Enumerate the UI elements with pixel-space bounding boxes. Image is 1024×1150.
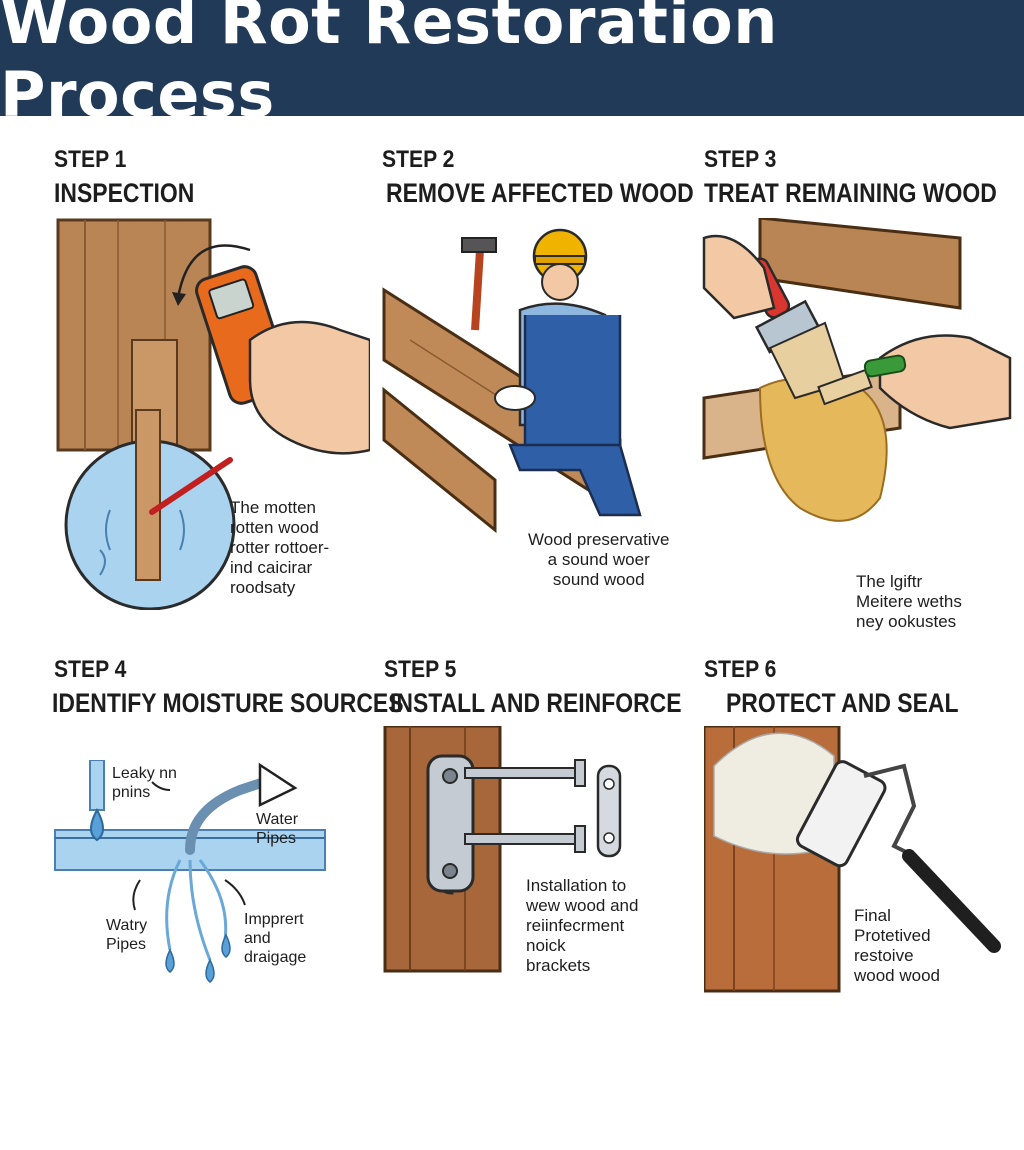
moisture-meter-icon xyxy=(56,218,370,610)
step-6-title: PROTECT AND SEAL xyxy=(726,688,959,718)
step-5-number: STEP 5 xyxy=(384,656,457,683)
step-2-panel: STEP 2 REMOVE AFFECTED WOOD Wood preserv… xyxy=(370,140,700,640)
step-6-panel: STEP 6 PROTECT AND SEAL Final Protetived… xyxy=(690,650,1020,1150)
step-4-panel: STEP 4 IDENTIFY MOISTURE SOURCES Leaky n… xyxy=(40,650,404,1150)
step-4-number: STEP 4 xyxy=(54,656,127,683)
watry-pipes-label: Watry Pipes xyxy=(106,917,148,953)
leaky-label: Leaky nn pnins xyxy=(112,765,177,801)
water-pipes-label: Water Pipes xyxy=(256,811,299,847)
hammer-icon xyxy=(382,228,642,534)
page-title: Wood Rot Restoration Process xyxy=(0,0,778,131)
paint-roller-icon xyxy=(704,726,1001,993)
step-6-caption: Final Protetived restoive wood wood xyxy=(854,906,941,985)
step-1-caption: The motten rotten wood rotter rottoer- i… xyxy=(230,498,330,597)
step-5-title: INSTALL AND REINFORCE xyxy=(390,688,682,718)
step-3-title: TREAT REMAINING WOOD xyxy=(704,178,997,208)
paintbrush-icon xyxy=(702,218,1012,522)
step-2-title: REMOVE AFFECTED WOOD xyxy=(386,178,694,208)
step-1-panel: STEP 1 INSPECTION The motten rotten wood… xyxy=(40,140,370,640)
drainage-label: Impprert and draigage xyxy=(244,911,307,966)
step-3-panel: STEP 3 TREAT REMAINING WOOD The lgiftr M… xyxy=(690,140,1020,640)
bracket-icon xyxy=(383,726,622,973)
step-3-number: STEP 3 xyxy=(704,146,777,173)
step-6-number: STEP 6 xyxy=(704,656,777,683)
step-4-title: IDENTIFY MOISTURE SOURCES xyxy=(52,688,404,718)
step-2-number: STEP 2 xyxy=(382,146,455,173)
water-drop-icon xyxy=(54,760,326,983)
title-banner: Wood Rot Restoration Process xyxy=(0,0,1024,131)
step-2-caption: Wood preservative a sound woer sound woo… xyxy=(528,530,670,589)
step-5-caption: Installation to wew wood and reiinfecrme… xyxy=(526,876,639,975)
step-5-panel: STEP 5 INSTALL AND REINFORCE Installatio… xyxy=(370,650,700,1150)
step-1-number: STEP 1 xyxy=(54,146,127,173)
step-3-caption: The lgiftr Meitere weths ney ookustes xyxy=(856,572,962,631)
step-1-title: INSPECTION xyxy=(54,178,195,208)
